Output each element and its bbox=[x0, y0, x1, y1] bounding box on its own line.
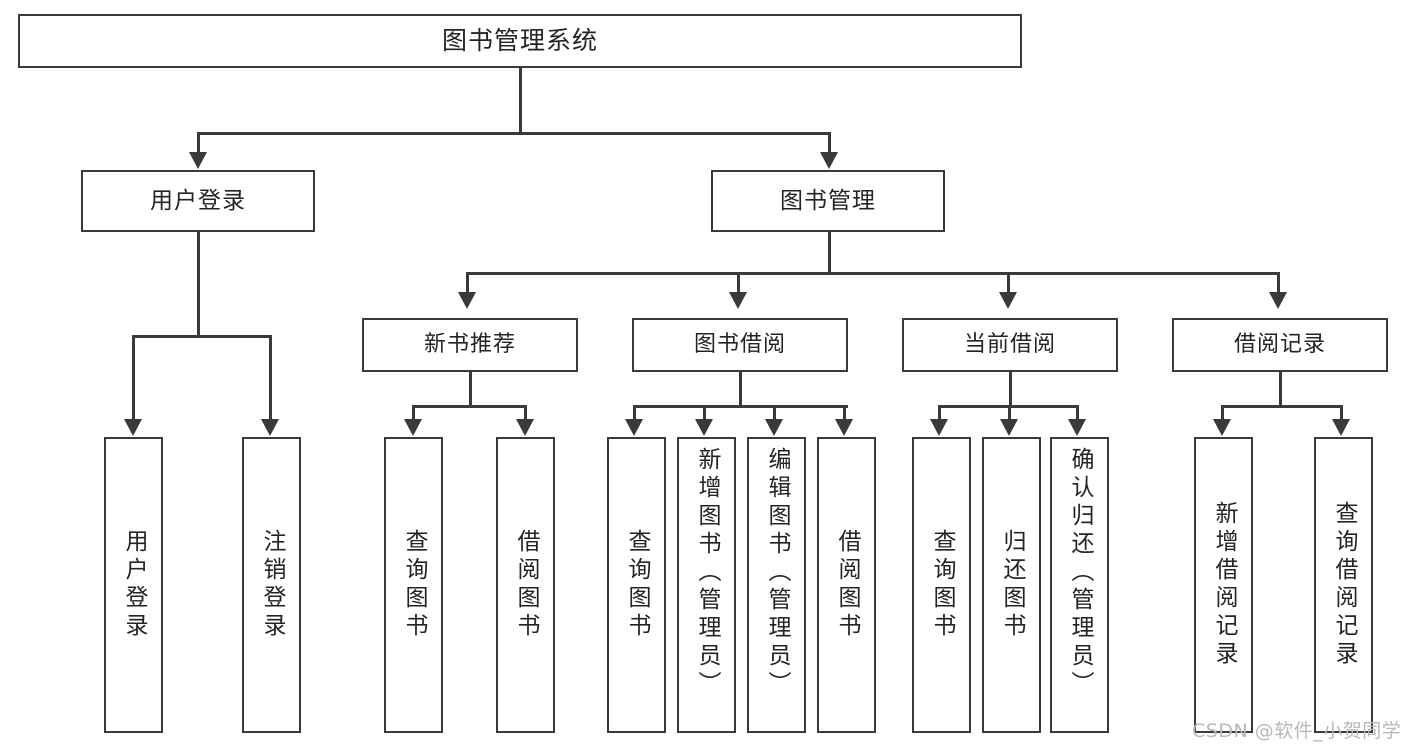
node-user-login[interactable]: 用户登录 bbox=[81, 170, 315, 232]
arrow-current-borrow-to-leaf-3 bbox=[1068, 419, 1086, 436]
connector-book-borrow-bus bbox=[633, 405, 848, 408]
arrow-borrow-record-to-leaf-1 bbox=[1213, 419, 1231, 436]
arrow-new-book-to-leaf-2 bbox=[516, 419, 534, 436]
connector-borrow-record-bus bbox=[1221, 405, 1343, 408]
leaf-label: 查询图书 bbox=[624, 529, 650, 641]
arrow-bm-to-current-borrow bbox=[999, 292, 1017, 309]
connector-borrow-record-to-leaf-1 bbox=[1221, 405, 1224, 420]
leaf-book-borrow-edit-book-admin[interactable]: 编辑图书（管理员） bbox=[747, 437, 806, 733]
arrow-current-borrow-to-leaf-2 bbox=[1000, 419, 1018, 436]
connector-book-management-bus bbox=[466, 272, 1280, 275]
connector-current-borrow-stem bbox=[1009, 372, 1012, 408]
node-book-management-system[interactable]: 图书管理系统 bbox=[18, 14, 1022, 68]
node-label: 借阅记录 bbox=[1233, 332, 1326, 358]
arrow-book-borrow-to-leaf-3 bbox=[765, 419, 783, 436]
leaf-label: 用户登录 bbox=[121, 529, 147, 641]
leaf-label: 借阅图书 bbox=[834, 529, 860, 641]
arrow-bm-to-new-book bbox=[458, 292, 476, 309]
node-label: 当前借阅 bbox=[963, 332, 1056, 358]
leaf-label: 新增图书（管理员） bbox=[694, 447, 720, 699]
connector-user-login-to-leaf-2 bbox=[269, 335, 272, 420]
connector-new-book-stem bbox=[469, 372, 472, 408]
node-label: 图书借阅 bbox=[693, 332, 786, 358]
arrow-book-borrow-to-leaf-4 bbox=[835, 419, 853, 436]
leaf-label: 归还图书 bbox=[999, 529, 1025, 641]
connector-user-login-stem bbox=[197, 232, 200, 337]
arrow-borrow-record-to-leaf-2 bbox=[1332, 419, 1350, 436]
connector-borrow-record-stem bbox=[1279, 372, 1282, 408]
leaf-book-borrow-query-book[interactable]: 查询图书 bbox=[607, 437, 666, 733]
connector-user-login-bus bbox=[132, 335, 270, 338]
leaf-label: 确认归还（管理员） bbox=[1067, 447, 1093, 699]
arrow-current-borrow-to-leaf-1 bbox=[930, 419, 948, 436]
leaf-borrow-record-add-record[interactable]: 新增借阅记录 bbox=[1194, 437, 1253, 733]
leaf-current-borrow-confirm-return-admin[interactable]: 确认归还（管理员） bbox=[1050, 437, 1109, 733]
arrow-book-borrow-to-leaf-2 bbox=[695, 419, 713, 436]
node-label: 图书管理 bbox=[780, 187, 876, 214]
leaf-new-book-query-book[interactable]: 查询图书 bbox=[384, 437, 443, 733]
node-borrow-record[interactable]: 借阅记录 bbox=[1172, 318, 1388, 372]
leaf-new-book-borrow-book[interactable]: 借阅图书 bbox=[496, 437, 555, 733]
leaf-label: 借阅图书 bbox=[513, 529, 539, 641]
connector-current-borrow-to-leaf-3 bbox=[1076, 405, 1079, 420]
connector-book-borrow-to-leaf-4 bbox=[843, 405, 846, 420]
connector-bm-to-borrow-record bbox=[1277, 272, 1280, 294]
connector-root-bus bbox=[197, 132, 831, 135]
connector-new-book-to-leaf-1 bbox=[412, 405, 415, 420]
node-label: 用户登录 bbox=[150, 187, 246, 214]
arrow-root-to-book-management bbox=[820, 152, 838, 169]
leaf-current-borrow-query-book[interactable]: 查询图书 bbox=[912, 437, 971, 733]
connector-current-borrow-to-leaf-2 bbox=[1008, 405, 1011, 420]
leaf-label: 编辑图书（管理员） bbox=[764, 447, 790, 699]
leaf-book-borrow-add-book-admin[interactable]: 新增图书（管理员） bbox=[677, 437, 736, 733]
node-label: 图书管理系统 bbox=[441, 26, 598, 56]
leaf-user-login-logout[interactable]: 注销登录 bbox=[242, 437, 301, 733]
connector-new-book-to-leaf-2 bbox=[524, 405, 527, 420]
arrow-book-borrow-to-leaf-1 bbox=[625, 419, 643, 436]
leaf-label: 查询图书 bbox=[401, 529, 427, 641]
arrow-bm-to-book-borrow bbox=[729, 292, 747, 309]
connector-root-to-book-management bbox=[828, 132, 831, 154]
arrow-user-login-to-leaf-2 bbox=[261, 419, 279, 436]
connector-new-book-bus bbox=[412, 405, 527, 408]
connector-bm-to-book-borrow bbox=[737, 272, 740, 294]
arrow-bm-to-borrow-record bbox=[1269, 292, 1287, 309]
leaf-label: 查询借阅记录 bbox=[1331, 501, 1357, 669]
connector-borrow-record-to-leaf-2 bbox=[1340, 405, 1343, 420]
connector-book-borrow-to-leaf-2 bbox=[703, 405, 706, 420]
leaf-label: 注销登录 bbox=[259, 529, 285, 641]
arrow-user-login-to-leaf-1 bbox=[124, 419, 142, 436]
connector-root-to-user-login bbox=[197, 132, 200, 154]
connector-book-borrow-to-leaf-1 bbox=[633, 405, 636, 420]
connector-root-stem bbox=[519, 68, 522, 134]
node-current-borrow[interactable]: 当前借阅 bbox=[902, 318, 1118, 372]
connector-user-login-to-leaf-1 bbox=[132, 335, 135, 420]
leaf-label: 新增借阅记录 bbox=[1211, 501, 1237, 669]
leaf-current-borrow-return-book[interactable]: 归还图书 bbox=[982, 437, 1041, 733]
node-book-management[interactable]: 图书管理 bbox=[711, 170, 945, 232]
arrow-root-to-user-login bbox=[189, 152, 207, 169]
leaf-label: 查询图书 bbox=[929, 529, 955, 641]
arrow-new-book-to-leaf-1 bbox=[404, 419, 422, 436]
leaf-borrow-record-query-record[interactable]: 查询借阅记录 bbox=[1314, 437, 1373, 733]
connector-book-management-stem bbox=[828, 232, 831, 274]
connector-bm-to-new-book bbox=[466, 272, 469, 294]
connector-book-borrow-stem bbox=[739, 372, 742, 408]
leaf-book-borrow-borrow-book[interactable]: 借阅图书 bbox=[817, 437, 876, 733]
connector-bm-to-current-borrow bbox=[1007, 272, 1010, 294]
node-new-book-recommend[interactable]: 新书推荐 bbox=[362, 318, 578, 372]
connector-current-borrow-to-leaf-1 bbox=[938, 405, 941, 420]
connector-book-borrow-to-leaf-3 bbox=[773, 405, 776, 420]
node-book-borrow[interactable]: 图书借阅 bbox=[632, 318, 848, 372]
leaf-user-login-login[interactable]: 用户登录 bbox=[104, 437, 163, 733]
node-label: 新书推荐 bbox=[423, 332, 516, 358]
watermark-text: CSDN @软件_小贺同学 bbox=[1192, 720, 1402, 742]
